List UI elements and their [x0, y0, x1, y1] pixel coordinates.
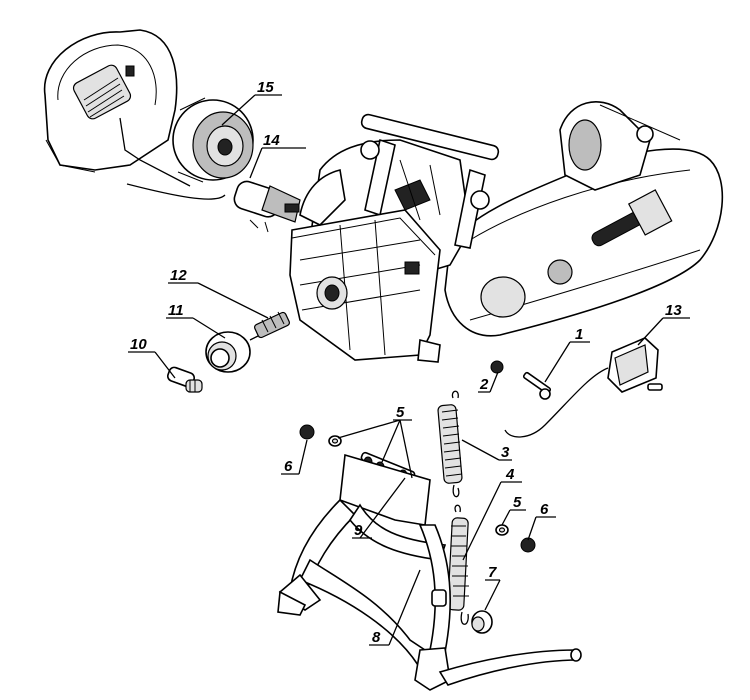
- callout-label: 9: [354, 522, 363, 539]
- callout-label: 15: [257, 79, 274, 96]
- callout-label: 14: [263, 132, 280, 149]
- callout-label: 6: [284, 458, 293, 475]
- callout-label: 5: [513, 494, 522, 511]
- callout-label: 6: [540, 501, 549, 518]
- callout-label: 2: [479, 376, 489, 393]
- callout-label: 5: [396, 404, 405, 421]
- part-13-ignition-coil: [504, 337, 663, 438]
- part-6-nut-right: [520, 537, 536, 553]
- part-14-starter-motor: [233, 180, 301, 233]
- part-12-spark-plug: [249, 311, 290, 341]
- part-6-nut-left: [299, 424, 315, 440]
- stator-cable: [126, 183, 226, 200]
- engine-assembly: [289, 101, 724, 363]
- part-4-spring: [447, 504, 469, 625]
- leader-lines: [128, 94, 690, 646]
- callout-label: 8: [372, 629, 381, 646]
- part-1-bolt: [522, 371, 552, 400]
- callout-label: 12: [170, 267, 187, 284]
- part-15-flywheel: [172, 97, 254, 183]
- fan-cover-cable: [119, 117, 191, 187]
- callout-labels: 15 14 12 11 10 13 1 2 3 5 6 4 5 6 9 7 8: [130, 79, 682, 646]
- callout-label: 13: [665, 302, 682, 319]
- callout-label: 4: [505, 466, 515, 483]
- part-2-nut: [490, 360, 504, 374]
- callout-label: 1: [575, 326, 583, 343]
- part-10-fitting: [166, 366, 203, 393]
- part-15-fan-cover: [43, 29, 178, 173]
- callout-label: 10: [130, 336, 147, 353]
- callout-label: 7: [488, 564, 497, 581]
- callout-label: 3: [501, 444, 510, 461]
- callout-label: 11: [168, 302, 184, 319]
- part-8-centre-stand: [277, 453, 582, 691]
- part-11-cap: [205, 331, 251, 373]
- part-3-spring: [437, 390, 463, 498]
- part-7-roller: [471, 610, 493, 634]
